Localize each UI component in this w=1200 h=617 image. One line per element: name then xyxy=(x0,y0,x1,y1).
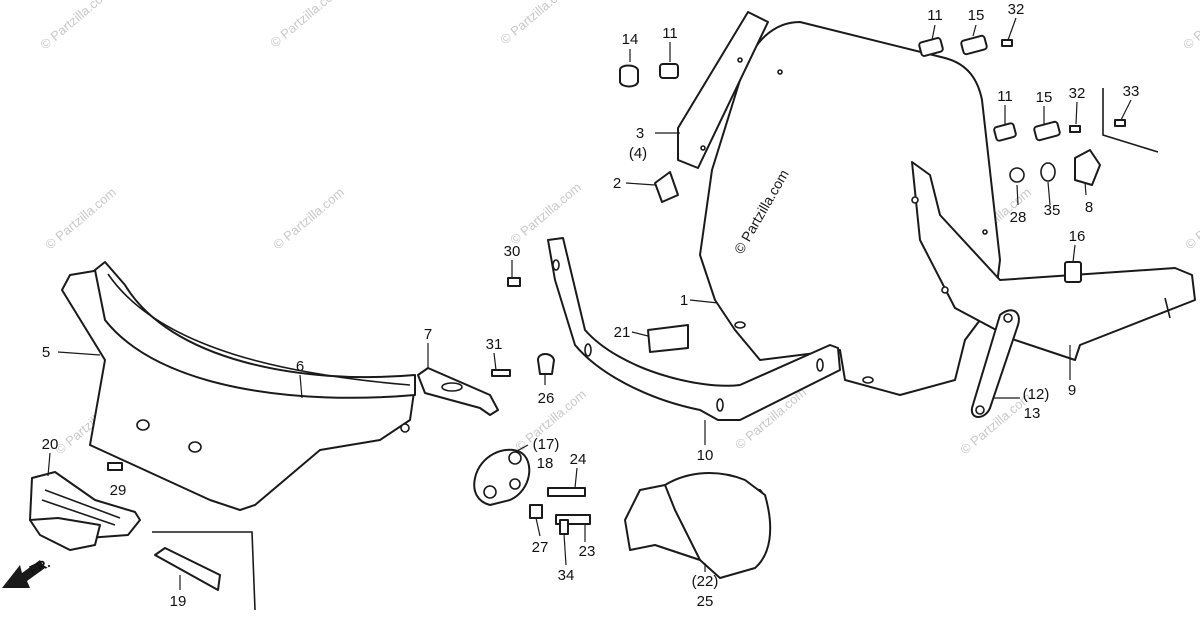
callout-9: 9 xyxy=(1068,382,1076,399)
callout-4: (4) xyxy=(629,145,647,162)
callout-15: 15 xyxy=(1036,89,1053,106)
callout-25: 25 xyxy=(697,593,714,610)
watermark: © Partzilla.com xyxy=(1180,0,1200,52)
watermark: © Partzilla.com xyxy=(270,184,347,252)
lower-cowl-part xyxy=(547,237,841,421)
callout-8: 8 xyxy=(1085,199,1093,216)
callout-19: 19 xyxy=(170,593,187,610)
callout-7: 7 xyxy=(424,326,432,343)
watermark: © Partzilla.com xyxy=(267,0,344,50)
callout-22: (22) xyxy=(692,573,719,590)
windscreen-part: © Partzilla.com xyxy=(699,21,1001,396)
callout-24: 24 xyxy=(570,451,587,468)
callout-35: 35 xyxy=(1044,202,1061,219)
callout-28: 28 xyxy=(1010,209,1027,226)
watermark: © Partzilla.com xyxy=(1182,184,1200,252)
callout-2: 2 xyxy=(613,175,621,192)
callout-11: 11 xyxy=(997,88,1013,105)
callout-labels: 14 11 11 15 32 11 15 32 33 3 (4) 2 28 35… xyxy=(42,1,1140,610)
callout-5: 5 xyxy=(42,344,50,361)
callout-6: 6 xyxy=(296,358,304,375)
right-cowl-part xyxy=(911,161,1196,361)
callout-11: 11 xyxy=(927,7,943,24)
watermark: © Partzilla.com xyxy=(507,179,584,247)
hardware-parts xyxy=(107,34,1159,535)
callout-12: (12) xyxy=(1023,386,1050,403)
callout-3: 3 xyxy=(636,125,644,142)
watermark: © Partzilla.com xyxy=(42,184,119,252)
callout-14: 14 xyxy=(622,31,639,48)
callout-23: 23 xyxy=(579,543,596,560)
callout-17: (17) xyxy=(533,436,560,453)
callout-11: 11 xyxy=(662,25,678,42)
callout-27: 27 xyxy=(532,539,549,556)
decal-part xyxy=(654,171,679,203)
callout-32: 32 xyxy=(1069,85,1086,102)
headlight-cover-part xyxy=(61,261,416,511)
callout-1: 1 xyxy=(680,292,688,309)
plate-part xyxy=(473,448,531,506)
callout-32: 32 xyxy=(1008,1,1025,18)
callout-31: 31 xyxy=(486,336,503,353)
watermark: © Partzilla.com xyxy=(497,0,574,47)
reflector-part xyxy=(152,531,256,611)
callout-34: 34 xyxy=(558,567,575,584)
callout-29: 29 xyxy=(110,482,127,499)
callout-21: 21 xyxy=(614,324,631,341)
callout-18: 18 xyxy=(537,455,554,472)
callout-20: 20 xyxy=(42,436,59,453)
callout-10: 10 xyxy=(697,447,714,464)
callout-15: 15 xyxy=(968,7,985,24)
mirror-part xyxy=(624,472,772,579)
emblem-part xyxy=(29,471,141,551)
callout-13: 13 xyxy=(1024,405,1041,422)
stay-arm-part xyxy=(970,309,1020,418)
watermark: © Partzilla.com xyxy=(37,0,114,52)
callout-26: 26 xyxy=(538,390,555,407)
leader-lines xyxy=(47,17,1132,590)
callout-30: 30 xyxy=(504,243,521,260)
side-strip-part xyxy=(677,11,769,169)
label-part xyxy=(647,324,689,353)
callout-16: 16 xyxy=(1069,228,1086,245)
callout-33: 33 xyxy=(1123,83,1140,100)
direction-label: FR. xyxy=(27,555,52,577)
front-direction-arrow: FR. xyxy=(2,555,52,588)
bracket-part xyxy=(417,367,499,416)
